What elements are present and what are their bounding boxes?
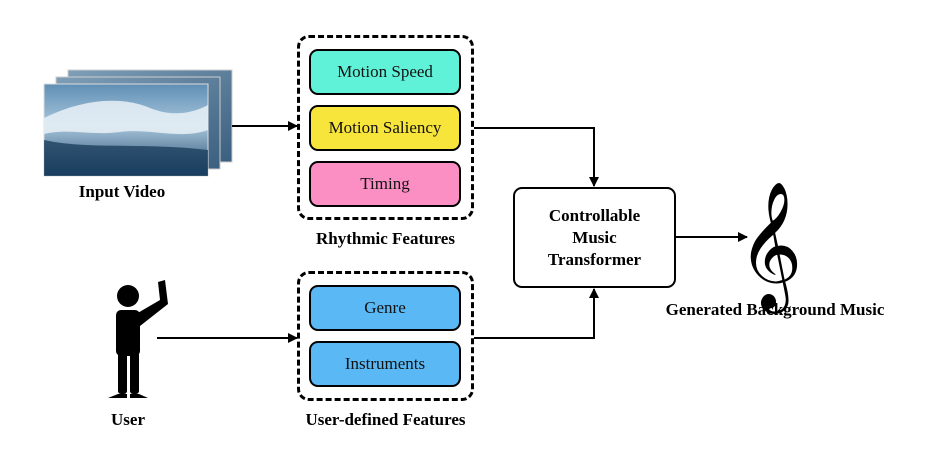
timing-box: Timing (309, 161, 461, 207)
transformer-line-2: Music (572, 227, 617, 247)
user-caption: User (111, 410, 145, 429)
treble-clef-icon: 𝄞 (737, 180, 802, 314)
rhythmic-features-group (297, 35, 474, 220)
user-icon (108, 280, 168, 398)
generated-background-music-caption: Generated Background Music (665, 300, 885, 319)
instruments-box: Instruments (309, 341, 461, 387)
user-defined-features-caption: User-defined Features (305, 410, 466, 429)
arrow-userdefined-to-transformer (474, 288, 599, 339)
controllable-music-transformer-box: Controllable Music Transformer (513, 187, 676, 288)
rhythmic-features-caption: Rhythmic Features (316, 229, 455, 248)
input-video-caption: Input Video (78, 182, 166, 201)
input-video-thumbnail (43, 69, 233, 177)
transformer-line-3: Transformer (547, 249, 642, 269)
user-defined-features-group (297, 271, 474, 401)
transformer-line-1: Controllable (548, 205, 641, 225)
arrow-rhythmic-to-transformer (474, 127, 599, 187)
genre-box: Genre (309, 285, 461, 331)
motion-saliency-box: Motion Saliency (309, 105, 461, 151)
motion-speed-box: Motion Speed (309, 49, 461, 95)
